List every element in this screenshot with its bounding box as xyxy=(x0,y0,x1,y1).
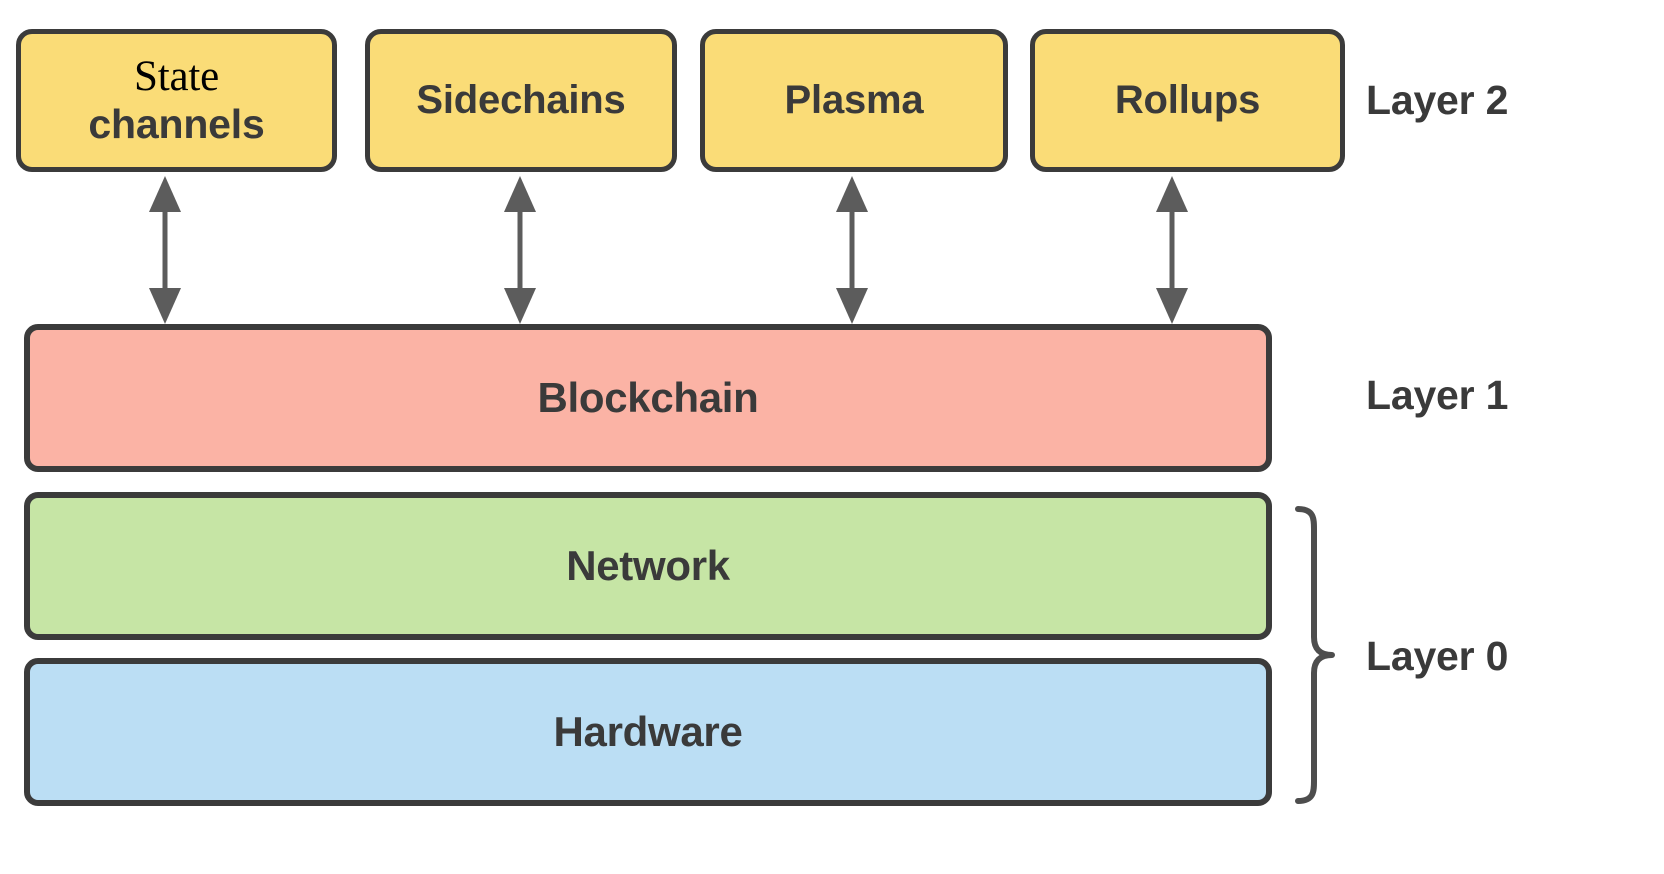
layer-label-layer-2: Layer 2 xyxy=(1366,77,1508,124)
layer2-box-state-channels[interactable]: State channels xyxy=(16,29,337,172)
layer0-bar-network[interactable]: Network xyxy=(24,492,1272,640)
connector-arrow-plasma xyxy=(836,176,868,324)
state-channels-line2: channels xyxy=(88,100,265,147)
layer1-bar-blockchain-label: Blockchain xyxy=(537,374,759,421)
layer2-box-plasma[interactable]: Plasma xyxy=(700,29,1008,172)
layer2-box-sidechains[interactable]: Sidechains xyxy=(365,29,677,172)
layer-label-layer-1-text: Layer 1 xyxy=(1366,372,1509,418)
layer0-curly-brace xyxy=(1295,506,1335,804)
connector-arrow-sidechains xyxy=(504,176,536,324)
layer2-box-rollups[interactable]: Rollups xyxy=(1030,29,1345,172)
layer0-bar-hardware[interactable]: Hardware xyxy=(24,658,1272,806)
layer-label-layer-1: Layer 1 xyxy=(1366,372,1508,419)
connector-arrow-rollups xyxy=(1156,176,1188,324)
layer-label-layer-0: Layer 0 xyxy=(1366,633,1508,680)
layer0-bar-network-label: Network xyxy=(566,542,730,589)
connector-arrow-state-channels xyxy=(149,176,181,324)
state-channels-line1: State xyxy=(134,53,219,101)
layer1-bar-blockchain[interactable]: Blockchain xyxy=(24,324,1272,472)
layer2-box-sidechains-label: Sidechains xyxy=(416,78,626,123)
layer-label-layer-0-text: Layer 0 xyxy=(1366,633,1509,679)
layer-label-layer-2-text: Layer 2 xyxy=(1366,77,1509,123)
layer2-box-rollups-label: Rollups xyxy=(1114,78,1261,123)
layer2-box-state-channels-text: State channels xyxy=(88,53,264,147)
layer0-bar-hardware-label: Hardware xyxy=(553,708,743,755)
layer2-box-plasma-label: Plasma xyxy=(784,78,924,123)
